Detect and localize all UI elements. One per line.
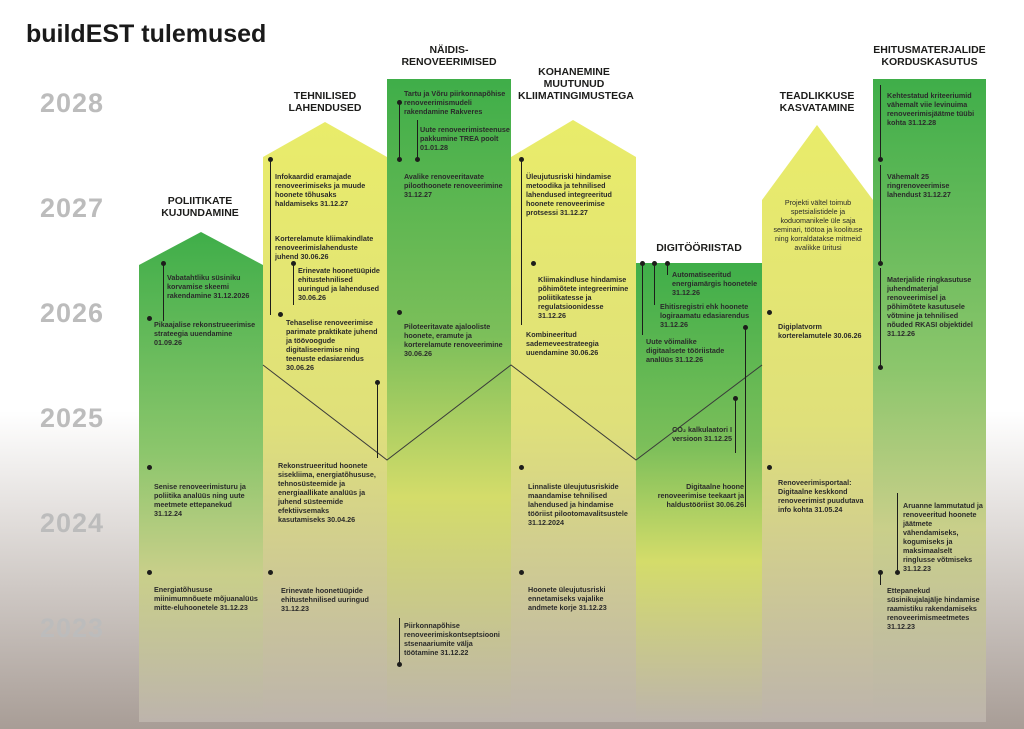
milestone-item: Ehitisregistri ehk hoonete logiraamatu e… [660,302,750,329]
milestone-item: Rekonstrueeritud hoonete sisekliima, ene… [278,461,376,524]
milestone-item: Tartu ja Võru piirkonnapõhise renoveerim… [404,89,506,116]
column-title-policy: POLIITIKATE KUJUNDAMINE [161,195,239,219]
connector-line [521,160,522,325]
milestone-item: Materjalide ringkasutuse juhendmaterjal … [887,275,973,338]
connector-line [880,268,881,368]
connector-line [654,263,655,305]
column-title-materials: EHITUSMATERJALIDE KORDUSKASUTUS [873,44,986,68]
milestone-item: Uute võimalike digitaalsete tööriistade … [646,337,725,364]
column-shape-policy [139,232,263,722]
column-shape-digital [636,263,762,722]
connector-line [897,493,898,573]
column-shape-technical [263,122,387,722]
milestone-item: Vabatahtliku süsiniku korvamise skeemi r… [167,273,250,300]
milestone-item: Üleujutusriski hindamise metoodika ja te… [526,172,612,217]
year-label-2026: 2026 [40,298,105,328]
column-title-technical: TEHNILISED LAHENDUSED [288,90,362,114]
milestone-dot [767,465,772,470]
milestone-dot [397,157,402,162]
connector-line [880,165,881,263]
milestone-dot [878,261,883,266]
milestone-dot [878,570,883,575]
connector-line [880,573,881,585]
milestone-dot [147,316,152,321]
milestone-item: Vähemalt 25 ringrenoveerimise lahendust … [887,172,951,199]
milestone-item: Kehtestatud kriteeriumid vähemalt viie l… [887,91,975,127]
milestone-item: Linnaliste üleujutusriskide maandamise t… [528,482,628,527]
milestone-item: Energiatõhususe miinimumnõuete mõjuanalü… [154,585,258,612]
milestone-dot [268,157,273,162]
milestone-item: Projekti vältel toimub spetsialistidele … [773,198,863,252]
year-label-2027: 2027 [40,193,105,223]
milestone-item: Pikaajalise rekonstrueerimise strateegia… [154,320,256,347]
milestone-item: Piirkonnapõhise renoveerimiskontseptsioo… [404,621,500,657]
milestone-item: Uute renoveerimisteenuse pakkumine TREA … [420,125,510,152]
connector-line [642,263,643,335]
year-label-2023: 2023 [40,613,105,643]
milestone-item: Tehaselise renoveerimise parimate prakti… [286,318,378,372]
milestone-dot [519,570,524,575]
milestone-dot [147,570,152,575]
column-title-demo: NÄIDIS-RENOVEERIMISED [401,44,497,68]
milestone-dot [147,465,152,470]
column-shape-demo [387,79,511,722]
milestone-dot [278,312,283,317]
milestone-item: Erinevate hoonetüüpide ehitustehnilised … [281,586,369,613]
connector-line [293,263,294,305]
milestone-item: Erinevate hoonetüüpide ehitustehnilised … [298,266,380,302]
column-shape-materials [873,79,986,722]
column-title-digital: DIGITÖÖRIISTAD [656,242,742,254]
connector-line [667,263,668,275]
column-shape-climate [511,120,636,722]
milestone-item: Digitaalne hoone renoveerimise teekaart … [657,482,744,509]
column-title-climate: KOHANEMINE MUUTUNUD KLIIMATINGIMUSTEGA [518,66,634,102]
connector-line [880,85,881,160]
milestone-item: Ettepanekud süsinikujalajälje hindamise … [887,586,980,631]
column-title-awareness: TEADLIKKUSE KASVATAMINE [779,90,855,114]
milestone-item: Korterelamute kliimakindlate renoveerimi… [275,234,374,261]
zigzag-line [262,364,763,461]
page-title: buildEST tulemused [26,20,267,48]
year-label-2025: 2025 [40,403,105,433]
connector-line [270,160,271,315]
milestone-dot [397,662,402,667]
milestone-dot [268,570,273,575]
milestone-item: Aruanne lammutatud ja renoveeritud hoone… [903,501,983,573]
milestone-item: Avalike renoveeritavate piloothoonete re… [404,172,503,199]
milestone-item: Renoveerimisportaal: Digitaalne keskkond… [778,478,864,514]
connector-line [399,102,400,162]
milestone-item: Infokaardid eramajade renoveerimiseks ja… [275,172,366,208]
connector-line [745,327,746,507]
milestone-item: Kombineeritud sademeveestrateegia uuenda… [526,330,599,357]
milestone-dot [519,157,524,162]
milestone-item: Kliimakindluse hindamise põhimõtete inte… [538,275,629,320]
milestone-dot [519,465,524,470]
year-label-2024: 2024 [40,508,105,538]
year-label-2028: 2028 [40,88,105,118]
column-shape-awareness [762,125,873,722]
milestone-dot [767,310,772,315]
milestone-dot [397,310,402,315]
milestone-dot [375,380,380,385]
connector-line [417,120,418,160]
milestone-item: Piloteeritavate ajalooliste hoonete, era… [404,322,503,358]
milestone-item: Hoonete üleujutusriski ennetamiseks vaja… [528,585,607,612]
milestone-dot [531,261,536,266]
connector-line [163,263,164,321]
connector-line [399,618,400,664]
milestone-item: Senise renoveerimisturu ja poliitika ana… [154,482,246,518]
connector-line [735,398,736,453]
milestone-item: Automatiseeritud energiamärgis hoonetele… [672,270,758,297]
milestone-item: CO₂ kalkulaatori I versioon 31.12.25 [672,425,732,443]
milestone-item: Digiplatvorm korterelamutele 30.06.26 [778,322,862,340]
connector-line [377,383,378,458]
